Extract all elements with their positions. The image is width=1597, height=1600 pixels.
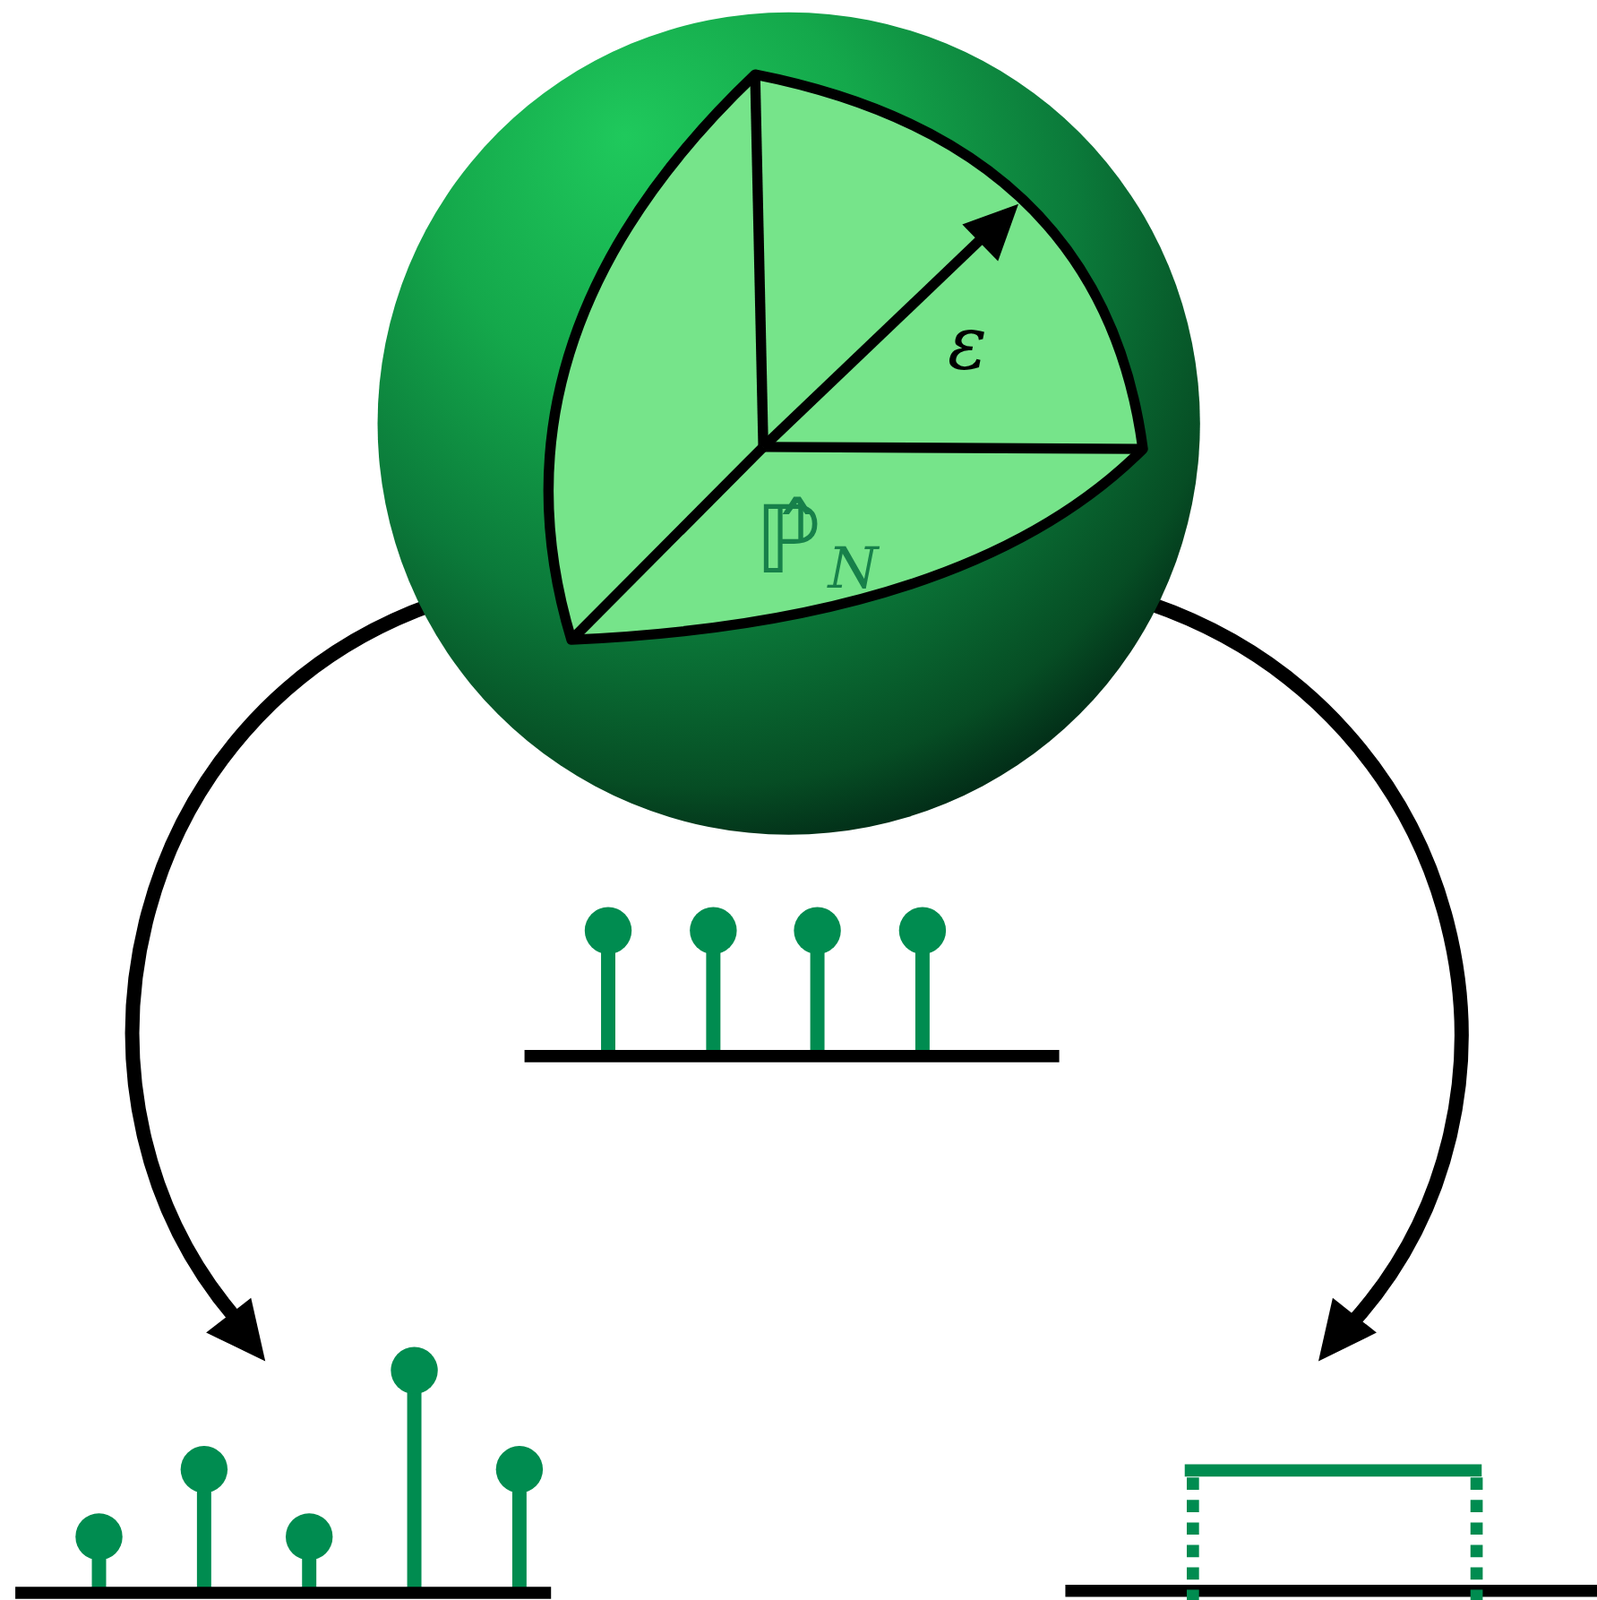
octant-edge [763, 446, 1143, 449]
octant-cut [548, 74, 1143, 640]
radius-symbol: ε [947, 306, 988, 380]
sphere [377, 12, 1201, 929]
curved-arrows [132, 603, 1462, 1361]
arrow-left [132, 603, 434, 1326]
radius-arrow [763, 230, 990, 447]
arrowhead [206, 1297, 266, 1362]
stem-plot-empirical [524, 907, 1060, 1057]
arrow-right [1150, 603, 1462, 1326]
stem-plot-perturbed [15, 1347, 551, 1595]
uniform-density [1064, 1469, 1597, 1600]
arrowhead [1318, 1297, 1377, 1362]
octant-edge [571, 446, 764, 640]
octant-edge [755, 74, 764, 447]
subscript: N [828, 540, 879, 598]
sphere-highlight [387, 683, 919, 928]
arrowhead [961, 204, 1019, 262]
distribution-symbol: ℙ̂ [755, 493, 822, 588]
